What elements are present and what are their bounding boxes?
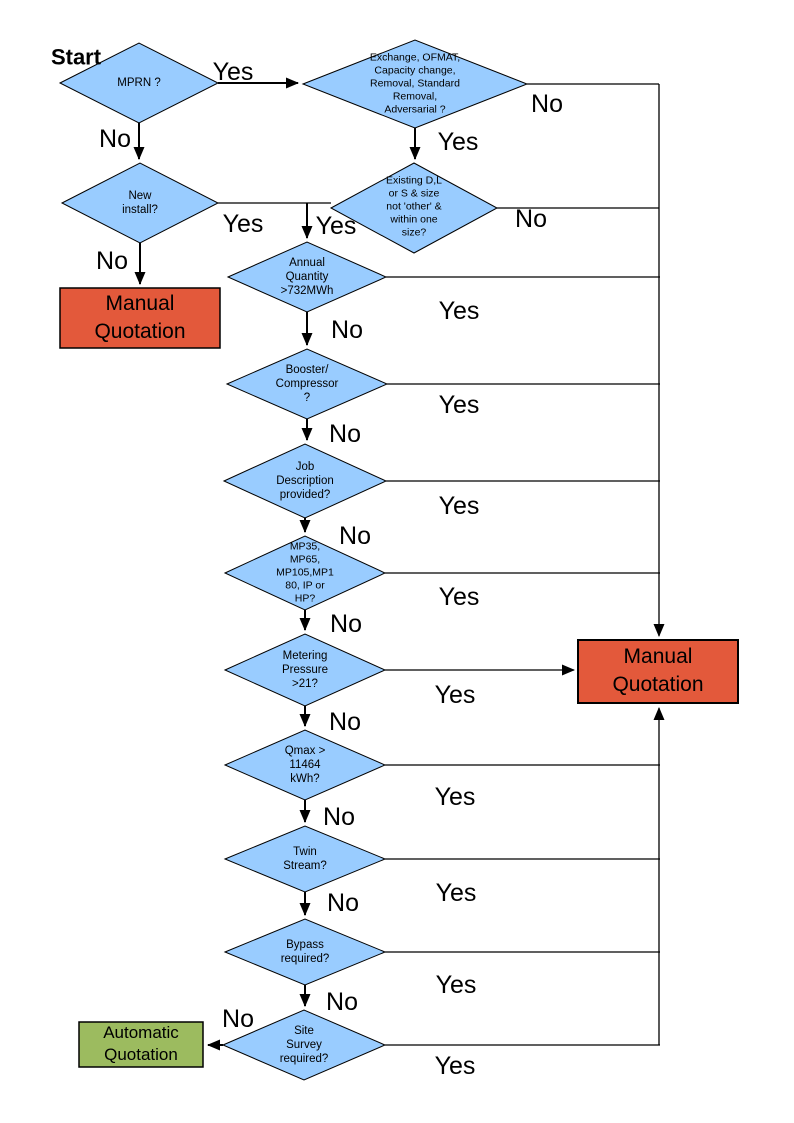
edge-new-install-yes-label: Yes <box>222 210 264 238</box>
edge-bypass-no-label: No <box>326 988 358 1016</box>
decision-annual-shape <box>226 241 388 313</box>
decision-qmax-shape <box>223 729 387 801</box>
edge-metering-no-label: No <box>329 708 361 736</box>
edge-qmax-no-label: No <box>323 803 355 831</box>
decision-job-desc-shape <box>222 443 388 519</box>
terminal-automatic-label: Automatic Quotation <box>103 1023 179 1064</box>
decision-booster-shape <box>225 348 389 420</box>
edge-twin-no-label: No <box>327 889 359 917</box>
rail-arrow-lines <box>385 84 665 1045</box>
edge-mprn-no-label: No <box>99 125 131 153</box>
decision-exchange-label: Exchange, OFMAT, Capacity change, Remova… <box>369 51 461 116</box>
decision-site-survey-shape <box>221 1009 387 1081</box>
decision-job-desc-label: Job Description provided? <box>276 461 334 501</box>
start-label: Start <box>50 44 102 70</box>
decision-mp-range-label: MP35, MP65, MP105,MP1 80, IP or HP? <box>276 540 334 605</box>
decision-booster-label: Booster/ Compressor ? <box>275 364 339 404</box>
terminal-manual-right-label: Manual Quotation <box>612 645 704 696</box>
decision-existing-label: Existing D,L or S & size not 'other' & w… <box>385 174 443 239</box>
terminal-manual-right-shape <box>577 639 739 704</box>
decision-bypass-shape <box>223 918 387 986</box>
decision-metering-shape <box>223 633 387 707</box>
decision-shapes <box>58 39 529 1081</box>
edge-twin-yes-label: Yes <box>435 879 477 907</box>
edge-annual-yes-label: Yes <box>438 297 480 325</box>
rail-lines <box>218 83 660 1046</box>
edge-mp-range-yes-label: Yes <box>438 583 480 611</box>
edge-mp-range-no-label: No <box>330 610 362 638</box>
decision-mprn-label: MPRN ? <box>117 77 161 89</box>
edge-bypass-yes-label: Yes <box>435 971 477 999</box>
edge-qmax-yes-label: Yes <box>434 783 476 811</box>
decision-bypass-label: Bypass required? <box>280 939 330 965</box>
edge-new-install-no-label: No <box>96 247 128 275</box>
decision-new-install-label: New install? <box>122 190 158 216</box>
decision-annual-label: Annual Quantity >732MWh <box>280 257 334 297</box>
decision-twin-shape <box>223 825 387 893</box>
decision-existing-shape <box>329 162 499 254</box>
edge-site-survey-yes-label: Yes <box>434 1052 476 1080</box>
edge-existing-yes-label: Yes <box>315 212 357 240</box>
edge-annual-no-label: No <box>331 316 363 344</box>
edge-exchange-yes-label: Yes <box>437 128 479 156</box>
terminal-manual-left-label: Manual Quotation <box>94 292 186 343</box>
arrow-lines <box>133 77 421 1051</box>
edge-mprn-yes-label: Yes <box>212 58 254 86</box>
edge-site-survey-no-label: No <box>222 1005 254 1033</box>
decision-exchange-shape <box>301 39 529 129</box>
decision-site-survey-label: Site Survey required? <box>279 1025 329 1065</box>
decision-twin-label: Twin Stream? <box>283 846 327 872</box>
edge-booster-no-label: No <box>329 420 361 448</box>
decision-qmax-label: Qmax > 11464 kWh? <box>284 745 326 785</box>
decision-mp-range-shape <box>223 535 387 611</box>
edge-existing-no-label: No <box>515 205 547 233</box>
decision-new-install-shape <box>60 162 220 244</box>
terminal-automatic-shape <box>78 1021 204 1068</box>
edge-job-desc-yes-label: Yes <box>438 492 480 520</box>
edge-booster-yes-label: Yes <box>438 391 480 419</box>
decision-mprn-shape <box>58 42 220 124</box>
decision-metering-label: Metering Pressure >21? <box>281 650 329 690</box>
edge-job-desc-no-label: No <box>339 522 371 550</box>
terminal-manual-left-shape <box>59 287 221 349</box>
edge-metering-yes-label: Yes <box>434 681 476 709</box>
edge-exchange-no-label: No <box>531 90 563 118</box>
